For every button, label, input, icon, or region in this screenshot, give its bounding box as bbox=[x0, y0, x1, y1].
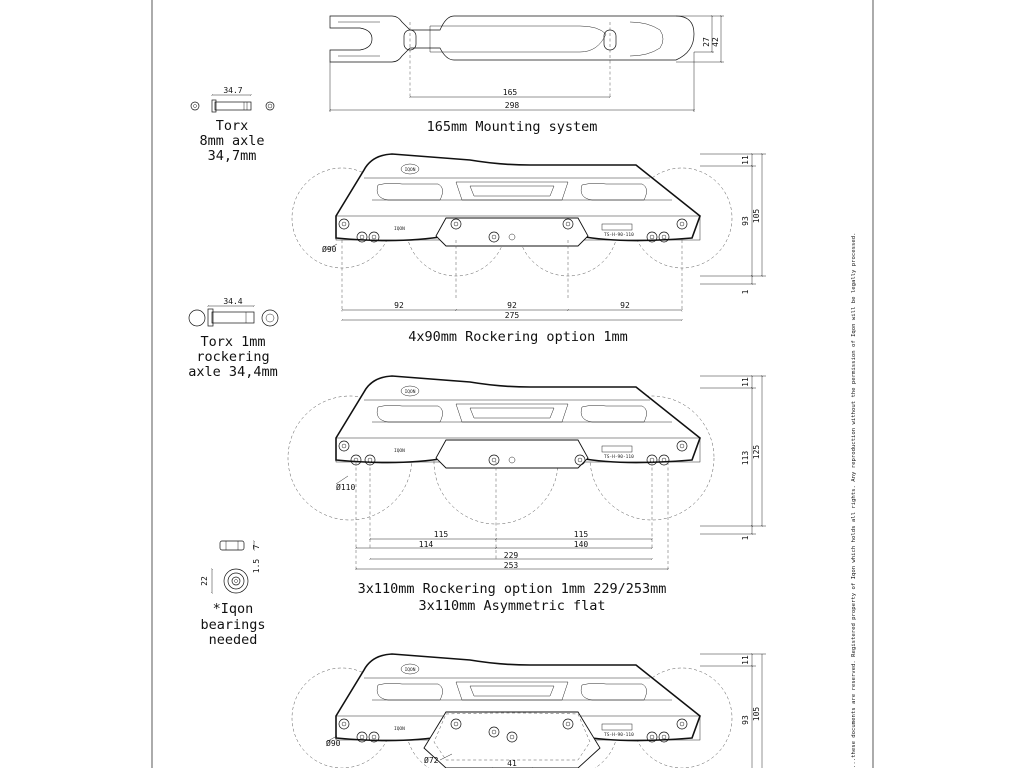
dim-3x110-spacing-bottom-2: 140 bbox=[574, 540, 589, 549]
bearing-drawing bbox=[211, 540, 255, 594]
brand-mark-4x90-top: IQON bbox=[405, 167, 416, 173]
dim-3x110-top: 11 bbox=[741, 377, 750, 387]
caption-3x110-line-1: 3x110mm Rockering option 1mm 229/253mm bbox=[358, 581, 667, 597]
dim-4x90-h1: 93 bbox=[741, 216, 750, 226]
dim-bearing-width-2: 1.5 bbox=[252, 559, 261, 574]
brand-mark-4x90-side: IQON bbox=[394, 226, 405, 232]
dim-bottom-top: 11 bbox=[741, 655, 750, 665]
frame-code-4x90: TS-H-90-110 bbox=[604, 232, 634, 238]
dim-bottom-h2: 105 bbox=[752, 707, 761, 722]
dim-3x110-total-1: 229 bbox=[504, 551, 519, 560]
wheel-diameter-bottom-2: Ø72 bbox=[424, 755, 439, 765]
frame-bottom-drawing: IQON IQON TS-H-90-110 bbox=[291, 653, 766, 768]
axle-rockering-drawing bbox=[188, 305, 279, 327]
dim-3x110-h2: 125 bbox=[752, 445, 761, 460]
dim-4x90-spacing-1: 92 bbox=[394, 301, 404, 310]
mounting-system-view: 165 298 27 42 bbox=[329, 15, 724, 112]
dim-4x90-spacing-2: 92 bbox=[507, 301, 517, 310]
axle-8mm-drawing bbox=[190, 94, 275, 113]
dim-4x90-spacing-3: 92 bbox=[620, 301, 630, 310]
dim-mounting-length: 298 bbox=[505, 101, 520, 110]
axle-rockering-label-line-2: rockering bbox=[196, 349, 269, 365]
brand-mark-3x110-side: IQON bbox=[394, 448, 405, 454]
dim-bearing-width: 7 bbox=[252, 544, 261, 549]
dim-axle-8mm: 34.7 bbox=[223, 86, 242, 95]
bearing-label-line-2: bearings bbox=[200, 617, 265, 633]
dim-3x110-spacing-bottom-1: 114 bbox=[419, 540, 434, 549]
dim-4x90-h2: 105 bbox=[752, 209, 761, 224]
frame-code-3x110: TS-H-90-110 bbox=[604, 454, 634, 460]
dim-4x90-top: 11 bbox=[741, 155, 750, 165]
dim-3x110-spacing-top-2: 115 bbox=[574, 530, 589, 539]
brand-mark-bottom-side: IQON bbox=[394, 726, 405, 732]
dim-3x110-spacing-top-1: 115 bbox=[434, 530, 449, 539]
dim-mounting-h1: 27 bbox=[702, 37, 711, 47]
dim-3x110-h1: 113 bbox=[741, 451, 750, 466]
dim-4x90-rocker: 1 bbox=[741, 289, 750, 294]
frame-code-bottom: TS-H-90-110 bbox=[604, 732, 634, 738]
legal-notice: ...these documents are reserved. Registe… bbox=[851, 233, 857, 768]
dim-axle-rockering: 34.4 bbox=[223, 297, 242, 306]
dim-bottom-mid: 41 bbox=[507, 759, 517, 768]
axle-rockering-label-line-3: axle 34,4mm bbox=[188, 364, 277, 380]
dim-3x110-total-2: 253 bbox=[504, 561, 519, 570]
brand-mark-bottom-top: IQON bbox=[405, 667, 416, 673]
bearing-label-line-3: needed bbox=[209, 632, 258, 648]
axle-8mm-label-line-2: 8mm axle bbox=[199, 133, 264, 149]
wheel-diameter-3x110: Ø110 bbox=[336, 482, 355, 492]
caption-mounting-system: 165mm Mounting system bbox=[427, 119, 598, 135]
axle-8mm-label-line-1: Torx bbox=[216, 118, 249, 134]
brand-mark-3x110-top: IQON bbox=[405, 389, 416, 395]
dim-4x90-total: 275 bbox=[505, 311, 520, 320]
caption-3x110-line-2: 3x110mm Asymmetric flat bbox=[419, 598, 606, 614]
axle-8mm-label-line-3: 34,7mm bbox=[208, 148, 257, 164]
frame-4x90-drawing: IQON IQON TS-H-90-110 bbox=[291, 153, 766, 321]
dim-bottom-h1: 93 bbox=[741, 715, 750, 725]
dim-mounting-h2: 42 bbox=[711, 37, 720, 47]
wheel-diameter-4x90: Ø90 bbox=[322, 244, 337, 254]
dim-mounting-holes: 165 bbox=[503, 88, 518, 97]
dim-bearing-diameter: 22 bbox=[200, 576, 209, 586]
wheel-diameter-bottom-1: Ø90 bbox=[326, 738, 341, 748]
axle-rockering-label-line-1: Torx 1mm bbox=[200, 334, 265, 350]
dim-3x110-rocker: 1 bbox=[741, 535, 750, 540]
frame-3x110-drawing: IQON IQON TS-H-90-110 bbox=[287, 375, 766, 570]
bearing-label-line-1: *Iqon bbox=[213, 601, 254, 617]
caption-4x90: 4x90mm Rockering option 1mm bbox=[408, 329, 627, 345]
